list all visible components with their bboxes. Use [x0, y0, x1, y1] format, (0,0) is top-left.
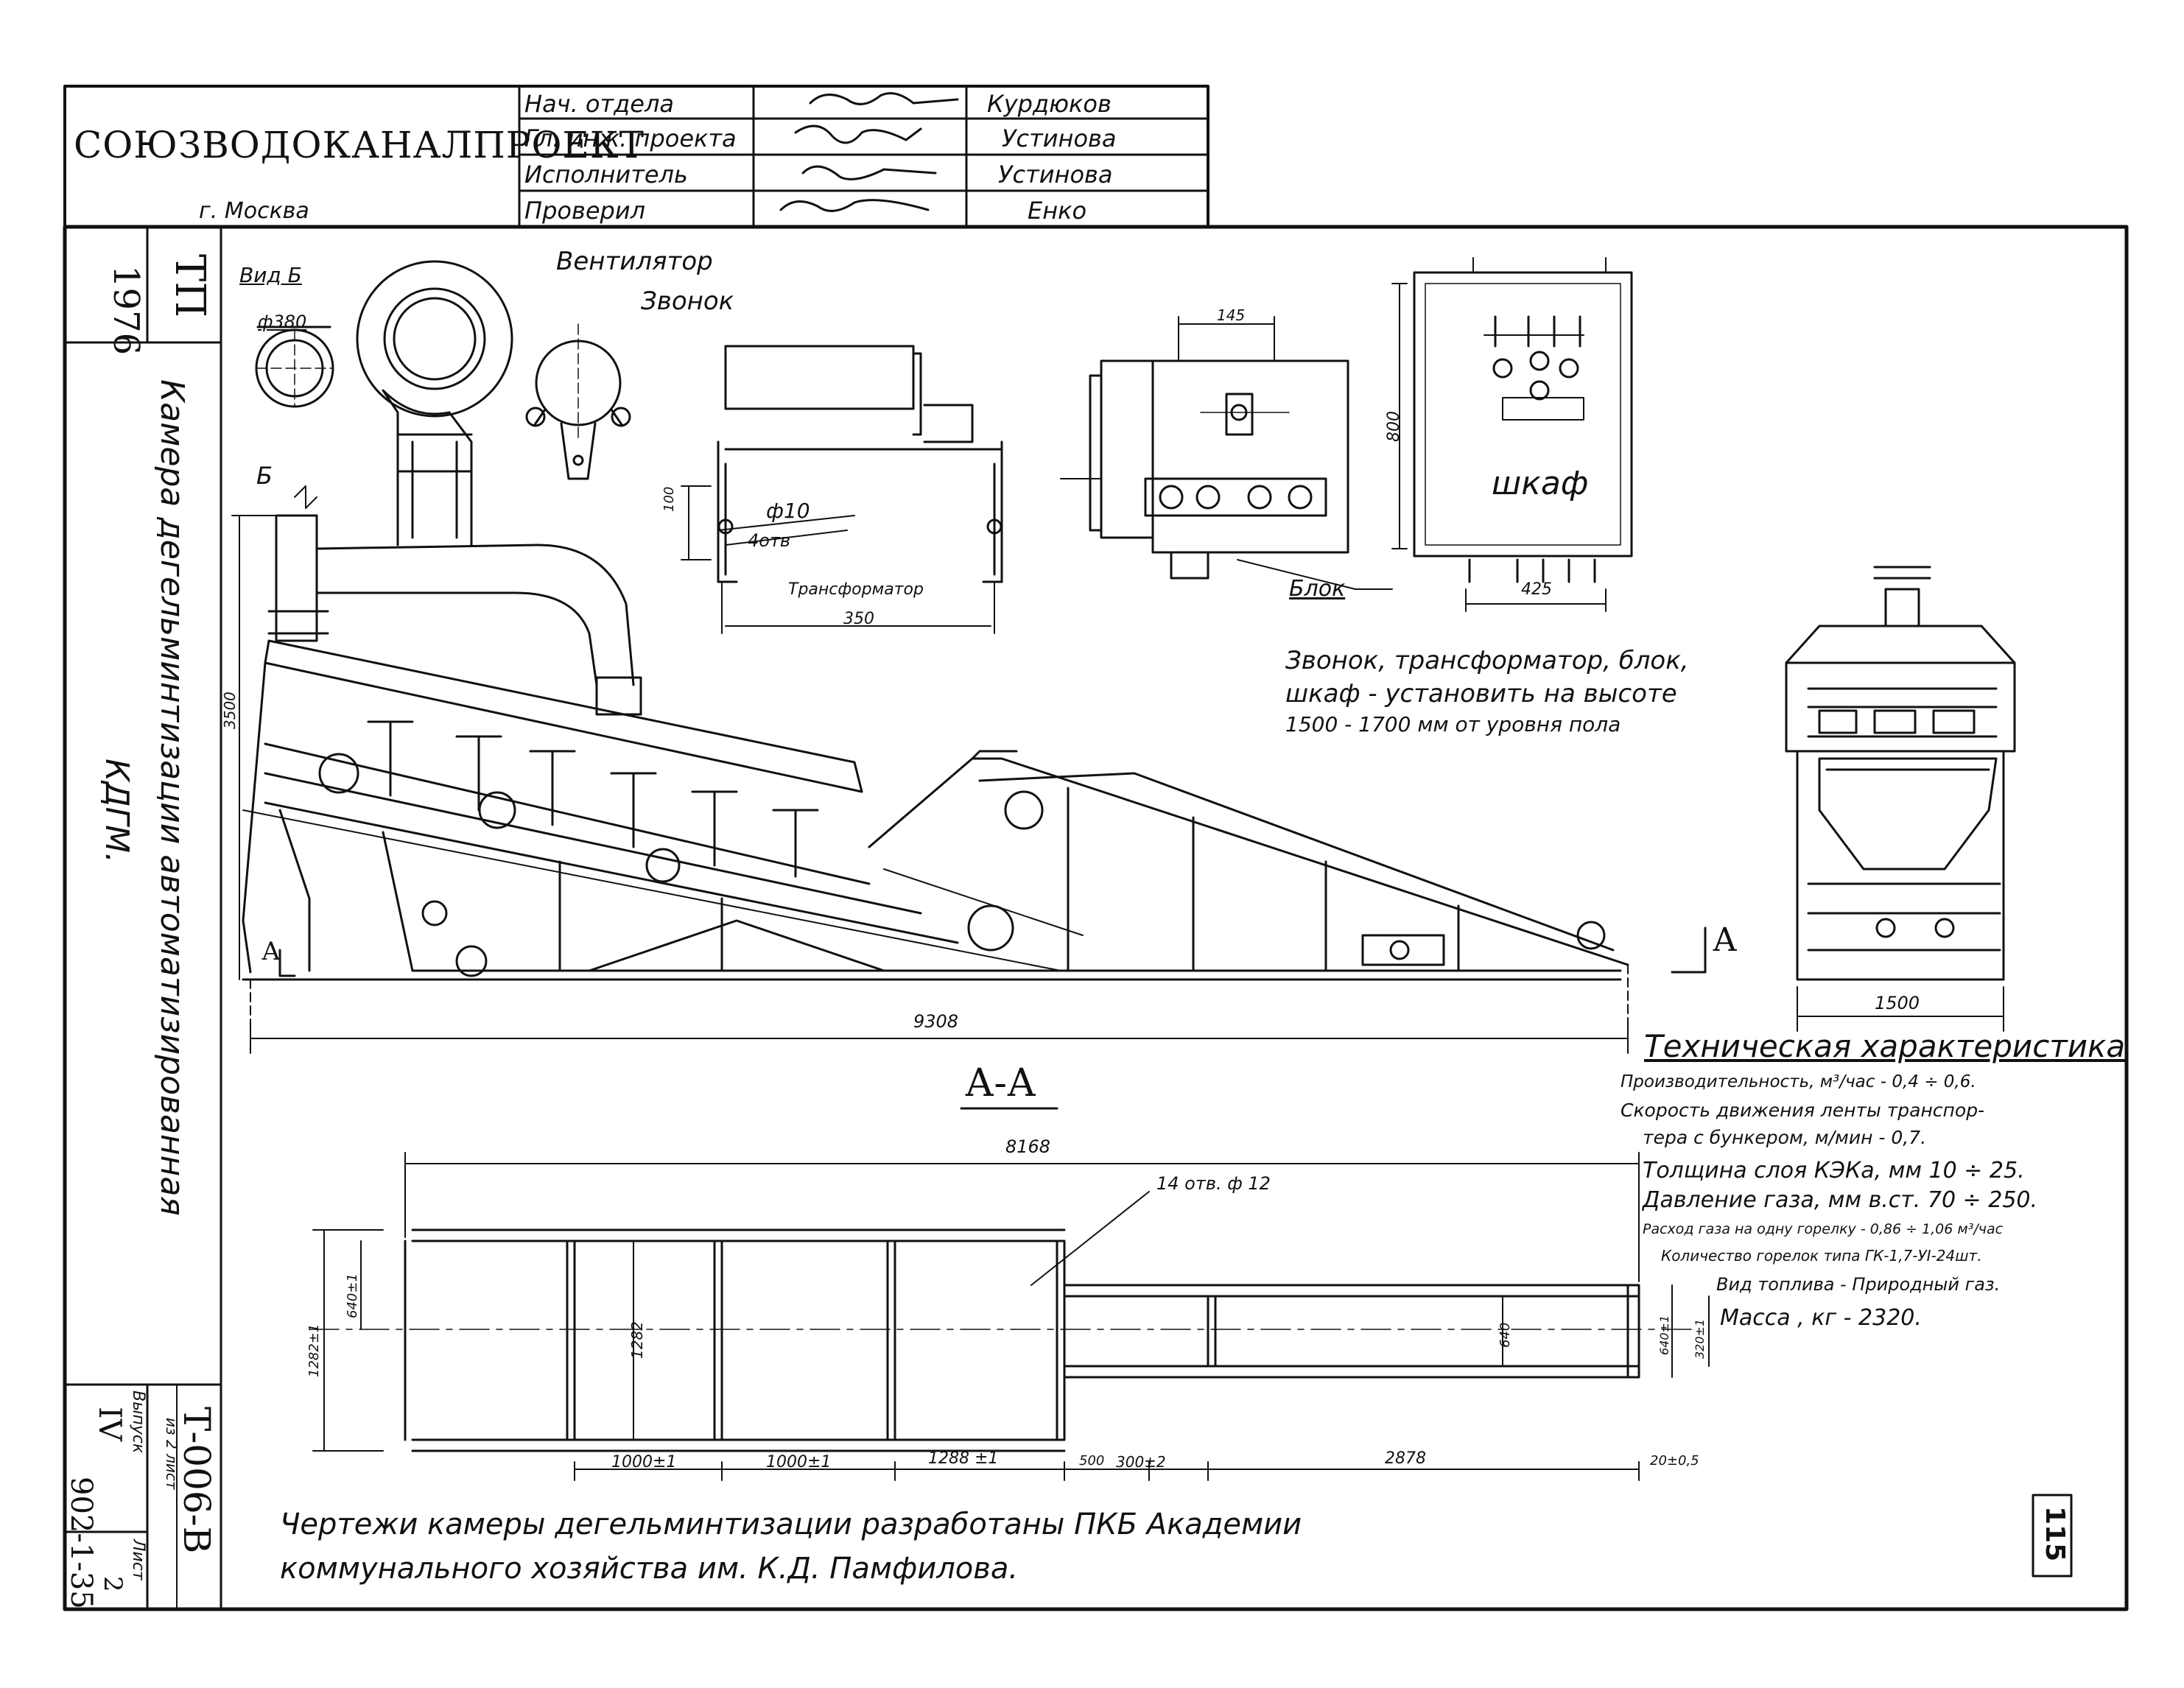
tech-spec-line: Скорость движения ленты транспор- — [1621, 1100, 1985, 1121]
transformer-view — [681, 345, 1003, 634]
install-note-line2: шкаф - установить на высоте — [1285, 679, 1677, 708]
dim-800: 800 — [1385, 411, 1403, 442]
name-executor: Устинова — [998, 161, 1113, 189]
dim-1288: 1288 ±1 — [928, 1449, 999, 1468]
label-section-a-a: А-А — [965, 1061, 1036, 1105]
dim-1500: 1500 — [1875, 993, 1920, 1013]
electric-block-view — [1060, 316, 1393, 590]
dim-425: 425 — [1521, 580, 1552, 599]
tech-spec-line: Вид топлива - Природный газ. — [1716, 1274, 2001, 1295]
side-stamp — [63, 225, 222, 1611]
dim-left-1282: 1282±1 — [306, 1323, 322, 1377]
label-holes-note: 14 отв. ф 12 — [1156, 1173, 1271, 1194]
elevation-dimensions — [231, 485, 1629, 1054]
dim-300: 300±2 — [1116, 1453, 1166, 1471]
label-holes4: 4отв — [748, 530, 791, 551]
cabinet-view — [1391, 257, 1633, 612]
stamp-year: 1976 — [105, 265, 147, 356]
signature-1 — [809, 92, 959, 105]
dim-end: 20±0,5 — [1650, 1453, 1699, 1469]
tech-spec-line: Толщина слоя КЭКа, мм 10 ÷ 25. — [1643, 1158, 2025, 1184]
label-phi10: ф10 — [766, 499, 810, 523]
signature-4 — [779, 199, 930, 212]
label-block: Блок — [1289, 576, 1346, 602]
role-executor: Исполнитель — [524, 161, 688, 189]
section-arrows — [278, 926, 1707, 977]
dim-8168: 8168 — [1005, 1136, 1051, 1157]
label-section-a-left: А — [261, 937, 281, 966]
chamber-elevation — [242, 514, 1629, 981]
role-chief-engineer: Гл. инж. проекта — [524, 124, 737, 152]
stamp-series: ТП — [166, 254, 214, 318]
tech-spec-line: тера с бункером, м/мин - 0,7. — [1643, 1127, 1927, 1148]
stamp-project-number: 902-1-35 — [64, 1477, 98, 1609]
page-number: 115 — [2040, 1506, 2070, 1562]
dim-3500: 3500 — [221, 692, 239, 729]
signatures — [779, 92, 959, 212]
tech-spec-line: Производительность, м³/час - 0,4 ÷ 0,6. — [1621, 1072, 1976, 1091]
tech-spec-line: Масса , кг - 2320. — [1720, 1305, 1922, 1331]
label-b-mark: Б — [256, 462, 273, 490]
stamp-title-line1: Камера дегельминтизации автоматизированн… — [153, 379, 191, 1216]
section-dimensions — [312, 1152, 1710, 1481]
label-cabinet: шкаф — [1492, 465, 1589, 502]
pipe-section-view — [255, 326, 334, 408]
name-head-of-dept: Курдюков — [987, 90, 1112, 118]
chamber-end-view — [1785, 566, 2016, 1032]
stamp-issue-value: IV — [92, 1407, 128, 1441]
page-number-box — [2032, 1494, 2073, 1578]
dim-500: 500 — [1079, 1453, 1105, 1469]
stamp-sheet-label: Лист — [129, 1539, 147, 1580]
dim-2878: 2878 — [1385, 1449, 1426, 1468]
section-a-a-plan — [309, 1107, 1695, 1452]
dim-9308: 9308 — [913, 1011, 959, 1032]
signature-2 — [794, 124, 922, 144]
stamp-code: Т-006-В — [175, 1407, 218, 1554]
tech-spec-line: Количество горелок типа ГК-1,7-УI-24шт. — [1661, 1247, 1982, 1265]
organization-name: СОЮЗВОДОКАНАЛПРОЕКТ — [74, 124, 645, 166]
stamp-code-note: из 2 лист — [163, 1418, 180, 1490]
bell-view — [525, 323, 631, 480]
city-label: г. Москва — [199, 198, 309, 224]
stamp-title-line2: КДГМ. — [98, 759, 136, 864]
footer-note-line2: коммунального хозяйства им. К.Д. Памфило… — [280, 1552, 1019, 1586]
label-phi380: ф380 — [258, 312, 307, 332]
role-checker: Проверил — [524, 197, 646, 225]
footer-note-line1: Чертежи камеры дегельминтизации разработ… — [280, 1508, 1302, 1541]
dim-1282: 1282 — [628, 1321, 646, 1359]
dim-1000b: 1000±1 — [766, 1453, 832, 1471]
name-chief-engineer: Устинова — [1002, 124, 1117, 152]
install-note-line1: Звонок, трансформатор, блок, — [1285, 646, 1689, 675]
signature-3 — [801, 165, 937, 180]
name-checker: Енко — [1028, 197, 1087, 225]
dim-right-640: 640±1 — [1657, 1315, 1671, 1355]
tech-specs-heading: Техническая характеристика — [1644, 1028, 2126, 1064]
role-head-of-dept: Нач. отдела — [524, 90, 675, 118]
ventilator-view — [356, 260, 513, 546]
dim-640: 640 — [1497, 1322, 1513, 1348]
label-ventilator: Вентилятор — [556, 247, 713, 276]
stamp-sheet-value: 2 — [98, 1576, 127, 1592]
tech-spec-line: Расход газа на одну горелку - 0,86 ÷ 1,0… — [1643, 1221, 2004, 1237]
label-bell: Звонок — [641, 286, 734, 316]
label-section-a-right: А — [1713, 921, 1738, 959]
label-transformer: Трансформатор — [788, 580, 924, 599]
label-view-b: Вид Б — [239, 263, 302, 287]
dim-350: 350 — [843, 610, 874, 628]
dim-145: 145 — [1217, 306, 1246, 324]
stamp-issue-label: Выпуск — [129, 1390, 147, 1454]
main-frame — [63, 225, 2129, 1611]
dim-right-320: 320±1 — [1693, 1318, 1707, 1359]
dim-1000a: 1000±1 — [611, 1453, 677, 1471]
dim-left-640: 640±1 — [345, 1273, 360, 1318]
tech-spec-line: Давление газа, мм в.ст. 70 ÷ 250. — [1643, 1187, 2038, 1213]
install-note-line3: 1500 - 1700 мм от уровня пола — [1285, 712, 1621, 736]
dim-100: 100 — [661, 486, 677, 512]
